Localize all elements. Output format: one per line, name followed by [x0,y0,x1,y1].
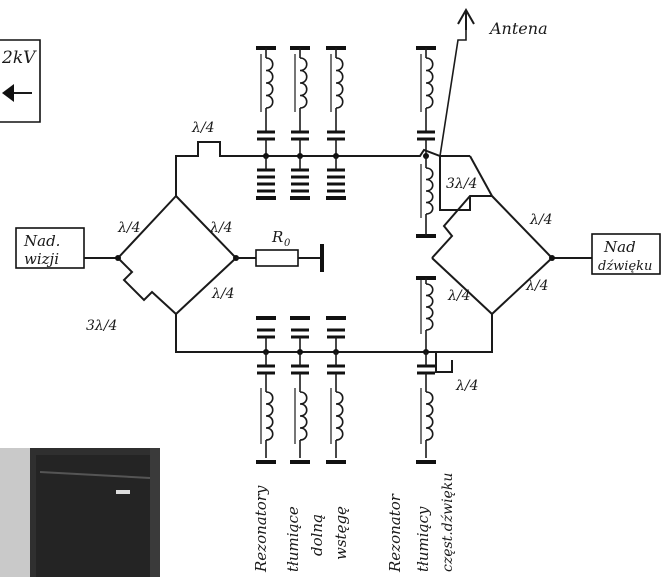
video-transmitter-box: Nad. wizji [15,227,85,269]
lambda4-right-upper: λ/4 [529,212,553,228]
caption-rezonator: Rezonator [386,493,404,573]
three-lambda4-right: 3λ/4 [446,176,477,192]
resonator-2-top-coil [299,57,308,109]
video-tx-line2: wizji [24,250,59,268]
lambda4-bottom-right: λ/4 [455,378,479,394]
sound-tx-line1: Nad [603,238,636,256]
lambda4-right-left-lower: λ/4 [447,288,471,304]
antenna-arrow-icon [457,7,475,30]
photo-fragment [0,448,160,577]
arrow-left-icon [2,84,32,102]
caption-dolna: dolną [308,514,326,556]
caption-czest-dzwieku: częst.dźwięku [440,473,456,572]
caption-tlumiacy: tłumiący [414,506,432,572]
resistor-symbol [236,249,322,267]
resonator-3-top-coil [335,57,344,109]
rejector-group-caption: Rezonatory tłumiące dolną wstęgę [252,485,350,573]
resistor-subscript: 0 [284,238,291,249]
caption-tlumiace: tłumiące [284,506,302,572]
resonator-1-bottom-coil [265,391,274,441]
sound-rejector-caption: Rezonator tłumiący częst.dźwięku [386,473,456,573]
sound-transmitter-box: Nad dźwięku [552,233,661,275]
caption-wstege: wstęgę [332,506,350,560]
resonator-4-bottom-coil-upper [425,283,434,331]
kv-box: 2kV [0,39,41,123]
sound-tx-line2: dźwięku [598,259,652,274]
resonator-4-top-coil2 [425,167,434,215]
lambda4-left-right-upper: λ/4 [209,220,233,236]
left-bridge [117,195,237,315]
resonator-2-bottom-coil [299,391,308,441]
resonator-group [256,46,436,464]
lambda4-left-right-lower: λ/4 [211,286,235,302]
resistor-label: R [271,228,283,246]
lambda4-left-upper: λ/4 [117,220,141,236]
caption-rezonatory: Rezonatory [252,485,270,573]
three-lambda4-left: 3λ/4 [86,318,117,334]
antenna-label: Antena [488,19,548,38]
resonator-3-bottom-coil [335,391,344,441]
kv-label: 2kV [1,48,37,68]
video-tx-line1: Nad. [23,232,60,250]
resonator-4-bottom-coil [425,391,434,441]
resonator-4-top-coil [425,57,434,109]
lambda4-right-lower: λ/4 [525,278,549,294]
lambda4-top-label: λ/4 [191,120,215,136]
resonator-1-top-coil [265,57,274,109]
right-bridge [431,155,553,330]
